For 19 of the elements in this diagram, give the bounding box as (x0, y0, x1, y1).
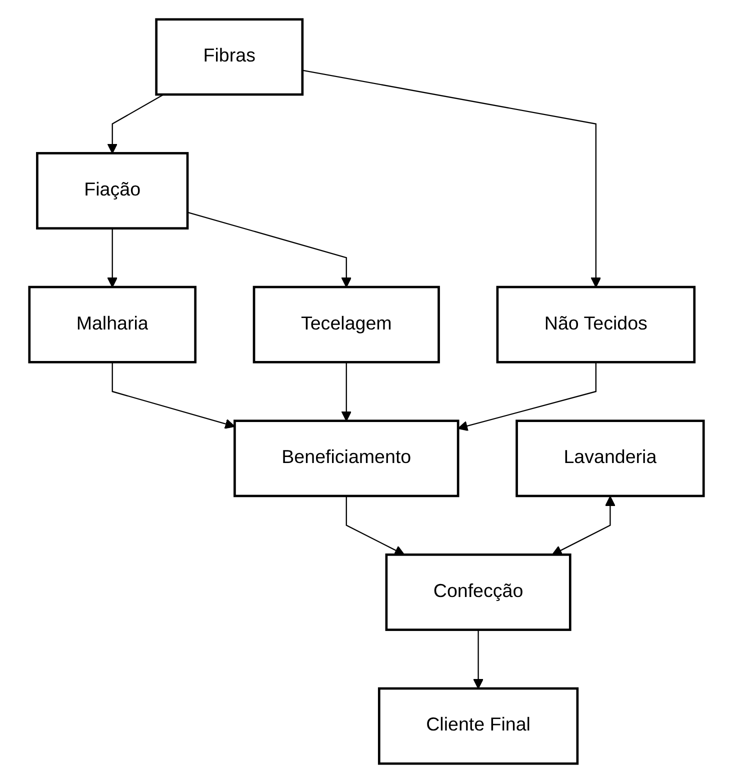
node-box: Confecção (385, 554, 572, 631)
arrow (187, 212, 352, 288)
arrow (107, 94, 164, 154)
arrow (107, 228, 118, 288)
node-box: Tecelagem (252, 286, 440, 364)
arrow (302, 70, 602, 288)
node-box: Beneficiamento (234, 420, 460, 498)
arrow (112, 362, 236, 429)
arrow (473, 630, 484, 689)
node-box: Fibras (155, 18, 304, 96)
node-box: Cliente Final (378, 687, 579, 765)
arrow (552, 496, 616, 556)
node-box: Lavanderia (516, 420, 705, 498)
arrow (341, 362, 352, 422)
arrow (458, 362, 596, 432)
arrow (346, 496, 405, 556)
node-box: Fiação (36, 152, 189, 230)
node-box: Não Tecidos (496, 286, 696, 364)
node-box: Malharia (28, 286, 196, 364)
